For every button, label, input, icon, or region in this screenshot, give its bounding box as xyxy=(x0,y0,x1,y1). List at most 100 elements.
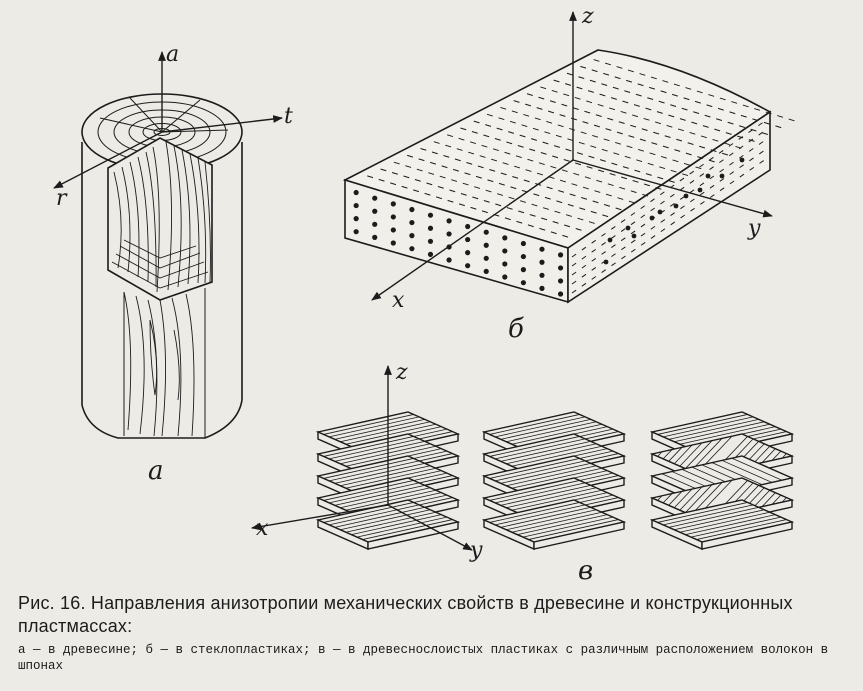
slab-side-fiber xyxy=(571,140,765,276)
wood-axis-t-label: t xyxy=(284,104,293,129)
slab-fiber-dot xyxy=(483,229,489,235)
ply-grain xyxy=(696,519,787,540)
slab-fiber-dot xyxy=(520,240,527,247)
ply-grain xyxy=(663,416,754,438)
ply-grain xyxy=(690,516,781,538)
wood-axis-t xyxy=(161,115,283,133)
ply-grain xyxy=(362,519,453,540)
slab-fiber-dot xyxy=(427,238,434,244)
ply-grain xyxy=(668,491,683,506)
ply-grain xyxy=(657,502,748,523)
slab-fiber-dot xyxy=(483,268,489,274)
slab-fiber-dot xyxy=(390,240,396,246)
ply-grain xyxy=(345,511,436,533)
ply-grain xyxy=(340,443,431,465)
slab-fiber-dot xyxy=(390,201,396,207)
ply-grain xyxy=(489,414,580,435)
wood-log-outline xyxy=(81,142,243,439)
slab-fiber-dot xyxy=(465,223,471,230)
ply-grain xyxy=(345,423,436,445)
slab-fiber-dot xyxy=(631,233,637,239)
slab-fiber-dot xyxy=(353,189,359,196)
figure-anisotropy: a t r а z y x б z x y в xyxy=(53,4,799,584)
ply-grain xyxy=(517,514,608,536)
ply-grain xyxy=(528,519,619,540)
fiberglass-slab-drawing xyxy=(342,11,799,304)
ply-grain xyxy=(340,487,431,509)
ply-grain xyxy=(679,511,770,533)
ply-grain xyxy=(500,484,591,506)
ply-grain xyxy=(506,465,597,487)
slab-side-fiber xyxy=(571,159,765,294)
ply-grain xyxy=(506,509,597,531)
caption-title: Рис. 16. Направления анизотропии механич… xyxy=(18,593,793,636)
slab-fiber-dot xyxy=(539,259,545,265)
ply-grain xyxy=(489,502,580,523)
slab-axis-x xyxy=(371,159,574,301)
wood-axis-r-label: r xyxy=(56,186,67,211)
ply-grain xyxy=(323,502,414,523)
ply-grain xyxy=(731,457,783,481)
slab-fiber-dot xyxy=(372,208,378,214)
ply-edge xyxy=(701,521,793,550)
ply-grain xyxy=(351,514,442,536)
slab-axis-x-label: x xyxy=(392,288,405,313)
ply-grain xyxy=(662,493,673,504)
plies-axes xyxy=(251,365,473,551)
ply-grain xyxy=(761,448,776,463)
ply-grain xyxy=(506,421,597,443)
ply-grain xyxy=(761,492,776,507)
slab-fiber-dot xyxy=(409,219,415,226)
slab-fiber-dot xyxy=(603,259,609,265)
slab-fiber-dot xyxy=(705,173,711,179)
slab-fiber-dot xyxy=(520,253,527,260)
ply-grain xyxy=(334,440,425,462)
ply-grain xyxy=(685,514,776,536)
slab-fiber-dot xyxy=(353,229,359,235)
plies-axis-y xyxy=(387,504,473,551)
ply-grain xyxy=(340,465,431,487)
slab-fiber-dot xyxy=(409,233,415,239)
slab-fiber-dot xyxy=(372,221,378,227)
ply-grain xyxy=(329,460,420,482)
ply-grain xyxy=(511,467,602,489)
slab-fiber-dot xyxy=(502,235,508,241)
slab-side-face xyxy=(567,110,771,304)
ply-grain xyxy=(657,451,663,457)
ply-grain xyxy=(668,447,683,462)
slab-fiber-dot xyxy=(557,265,564,271)
slab-fiber-dot xyxy=(353,216,359,222)
slab-top-face xyxy=(342,49,772,249)
slab-fiber-dot xyxy=(557,291,564,297)
ply-grain xyxy=(506,443,597,465)
slab-fiber-dot xyxy=(557,278,564,284)
ply-grain xyxy=(345,445,436,467)
ply-grain xyxy=(657,414,748,435)
slab-fiber-dot xyxy=(409,246,415,252)
wood-caption-letter: а xyxy=(148,456,164,486)
ply-grain xyxy=(673,444,693,465)
ply-grain xyxy=(495,460,586,482)
slab-axis-y-label: y xyxy=(748,216,761,241)
ply-grain xyxy=(679,423,770,445)
ply-grain xyxy=(345,489,436,511)
slab-fiber-dot xyxy=(649,215,655,221)
ply-grain xyxy=(334,484,425,506)
ply-grain xyxy=(662,449,673,460)
ply-grain xyxy=(329,416,420,438)
ply-grain xyxy=(323,480,414,501)
slab-axis-z-label: z xyxy=(582,4,594,29)
figure-drawing xyxy=(53,11,799,551)
figure-caption: Рис. 16. Направления анизотропии механич… xyxy=(18,592,858,674)
wood-axis-a-label: a xyxy=(166,42,180,67)
slab-fiber-dot xyxy=(657,209,663,215)
slab-side-fiber xyxy=(571,130,765,267)
ply-grain xyxy=(489,480,580,501)
ply-grain xyxy=(721,460,773,483)
slab-caption-letter: б xyxy=(508,314,524,344)
ply-grain xyxy=(657,495,663,501)
ply-grain xyxy=(668,506,759,528)
ply-grain xyxy=(495,438,586,460)
veneer-plies-drawing xyxy=(315,411,795,551)
ply-grain xyxy=(511,511,602,533)
